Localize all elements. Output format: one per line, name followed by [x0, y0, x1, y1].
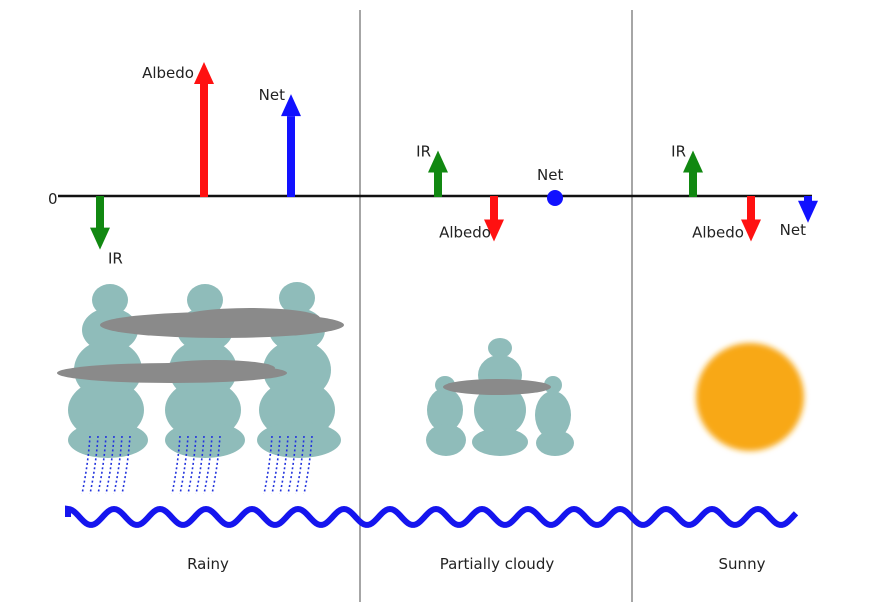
- arrow-shaft: [434, 172, 442, 197]
- rain-streak: [179, 435, 189, 495]
- gray-clouds: [57, 308, 344, 383]
- rain-streak: [279, 435, 289, 495]
- rain-streak: [171, 435, 181, 495]
- arrow-shaft: [490, 196, 498, 221]
- sun-icon: [696, 343, 804, 451]
- arrow-head: [194, 62, 214, 84]
- arrow-shaft: [689, 172, 697, 197]
- ir-label: IR: [671, 142, 686, 160]
- albedo-arrow: Albedo: [142, 62, 214, 197]
- net-label: Net: [780, 221, 806, 239]
- rain-streak: [271, 435, 281, 495]
- ir-arrow: IR: [416, 142, 448, 197]
- cumulus-tower: [165, 284, 245, 458]
- partial-clouds: [426, 338, 574, 456]
- ir-label: IR: [108, 250, 123, 268]
- rain-streak: [203, 435, 213, 495]
- rain-streak: [113, 435, 123, 495]
- arrow-head: [428, 150, 448, 173]
- albedo-label: Albedo: [692, 224, 744, 242]
- rain-streak: [81, 435, 91, 495]
- panel-label-sunny: Sunny: [719, 555, 766, 573]
- rain: [81, 435, 313, 495]
- net-arrow: Net: [780, 196, 818, 239]
- panel-label-rainy: Rainy: [187, 555, 229, 573]
- net-zero-dot: [547, 190, 563, 206]
- gray-cloud: [443, 379, 551, 395]
- albedo-arrow: Albedo: [439, 196, 504, 242]
- rain-streak: [287, 435, 297, 495]
- rain-streak: [211, 435, 221, 495]
- arrow-head: [798, 200, 818, 223]
- arrow-head: [281, 94, 301, 117]
- rain-streak: [121, 435, 131, 495]
- arrow-head: [90, 227, 110, 250]
- ir-arrow: IR: [90, 196, 123, 268]
- rain-streak: [303, 435, 313, 495]
- albedo-label: Albedo: [439, 224, 491, 242]
- ocean-wave: [65, 505, 799, 528]
- arrow-shaft: [747, 196, 755, 221]
- arrow-shaft: [287, 116, 295, 197]
- arrow-shaft: [804, 196, 812, 202]
- zero-label: 0: [48, 190, 58, 208]
- rain-streak: [89, 435, 99, 495]
- arrow-head: [741, 219, 761, 242]
- net-arrow: Net: [537, 166, 563, 206]
- rain-streak: [263, 435, 273, 495]
- arrow-shaft: [200, 84, 208, 197]
- rain-streak: [97, 435, 107, 495]
- net-label: Net: [537, 166, 563, 184]
- albedo-arrow: Albedo: [692, 196, 761, 242]
- albedo-label: Albedo: [142, 64, 194, 82]
- ir-label: IR: [416, 142, 431, 160]
- arrow-shaft: [96, 196, 104, 229]
- rain-streak: [187, 435, 197, 495]
- arrow-head: [484, 219, 504, 242]
- rain-streak: [195, 435, 205, 495]
- ir-arrow: IR: [671, 142, 703, 197]
- cumulus-tower: [68, 284, 148, 458]
- net-arrow: Net: [259, 86, 301, 197]
- rain-streak: [105, 435, 115, 495]
- panel-label-partially-cloudy: Partially cloudy: [440, 555, 555, 573]
- net-label: Net: [259, 86, 285, 104]
- rain-streak: [295, 435, 305, 495]
- arrow-head: [683, 150, 703, 173]
